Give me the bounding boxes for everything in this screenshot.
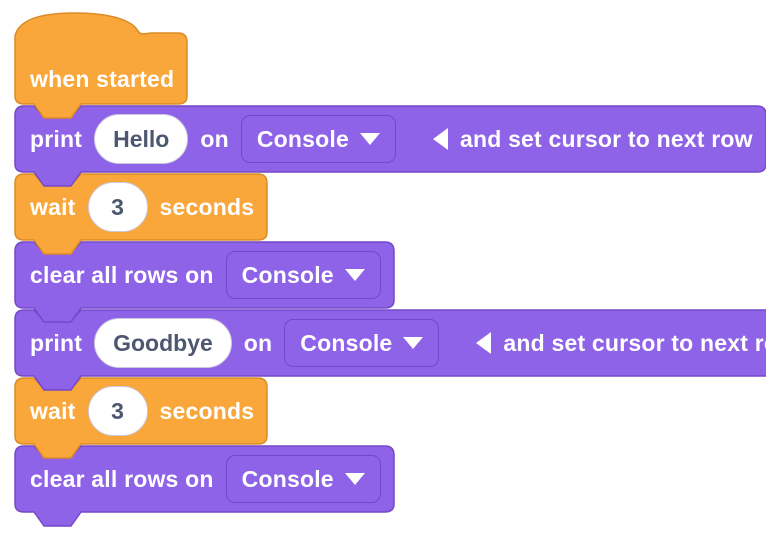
block-print-goodbye[interactable]: print Goodbye on Console and set cursor … <box>14 309 766 391</box>
dropdown-value: Console <box>256 125 349 152</box>
block-label: clear all rows on <box>30 465 214 492</box>
block-when-started[interactable]: when started <box>14 12 188 119</box>
block-content: clear all rows on Console <box>14 241 395 309</box>
block-clear-all-rows[interactable]: clear all rows on Console <box>14 445 395 527</box>
block-label: and set cursor to next row <box>459 125 753 152</box>
block-label: seconds <box>159 193 255 220</box>
block-label: print <box>30 329 83 356</box>
console-dropdown[interactable]: Console <box>284 319 440 367</box>
block-wait-seconds[interactable]: wait 3 seconds <box>14 173 268 255</box>
dropdown-caret-icon <box>344 269 365 281</box>
block-content: when started <box>14 12 188 126</box>
block-label: wait <box>30 193 76 220</box>
print-text-input[interactable]: Goodbye <box>94 318 232 368</box>
dropdown-caret-icon <box>403 337 424 349</box>
console-dropdown[interactable]: Console <box>225 251 381 299</box>
dropdown-value: Console <box>241 261 334 288</box>
block-wait-seconds[interactable]: wait 3 seconds <box>14 377 268 459</box>
block-label: clear all rows on <box>30 261 214 288</box>
console-dropdown[interactable]: Console <box>240 115 396 163</box>
block-content: clear all rows on Console <box>14 445 395 513</box>
console-dropdown[interactable]: Console <box>225 455 381 503</box>
block-label: print <box>30 125 83 152</box>
collapse-arrow-icon[interactable] <box>476 332 492 354</box>
dropdown-value: Console <box>300 329 393 356</box>
block-label: seconds <box>159 397 255 424</box>
block-content: wait 3 seconds <box>14 173 268 241</box>
block-label: on <box>243 329 273 356</box>
block-content: wait 3 seconds <box>14 377 268 445</box>
block-label: wait <box>30 397 76 424</box>
block-label: on <box>200 125 229 152</box>
block-content: print Goodbye on Console and set cursor … <box>14 309 766 377</box>
block-label: and set cursor to next row <box>503 329 766 356</box>
dropdown-value: Console <box>241 465 334 492</box>
dropdown-caret-icon <box>359 133 380 145</box>
collapse-arrow-icon[interactable] <box>432 128 448 150</box>
wait-duration-input[interactable]: 3 <box>87 182 148 232</box>
block-label: when started <box>30 66 175 92</box>
dropdown-caret-icon <box>344 473 365 485</box>
wait-duration-input[interactable]: 3 <box>87 386 148 436</box>
block-clear-all-rows[interactable]: clear all rows on Console <box>14 241 395 323</box>
